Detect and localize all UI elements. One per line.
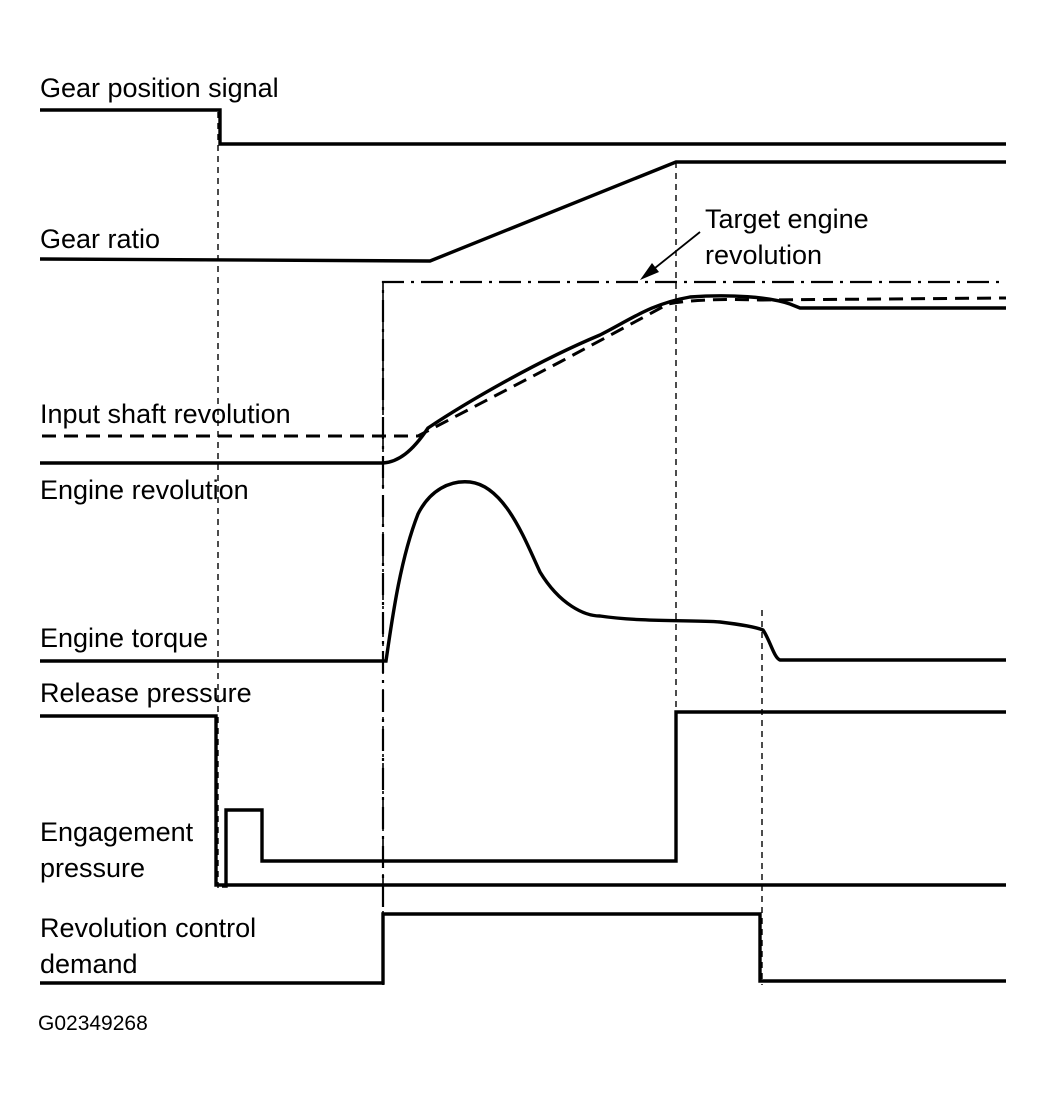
revolution-control-demand-trace: [40, 912, 1006, 985]
gear-ratio-trace: [39, 160, 1006, 263]
target-engine-revolution-label-line2: revolution: [705, 240, 822, 270]
release-pressure-trace: [40, 714, 1006, 887]
input-shaft-revolution-label: Input shaft revolution: [40, 399, 291, 429]
input-shaft-revolution-trace: [42, 296, 1007, 438]
engine-torque-trace: [40, 480, 1006, 663]
release-pressure-label: Release pressure: [40, 678, 252, 708]
engagement-pressure-label-line2: pressure: [40, 853, 145, 883]
target-engine-revolution-trace: [381, 280, 1006, 985]
arrowhead-icon: [640, 263, 659, 280]
gear-ratio-label: Gear ratio: [40, 224, 160, 254]
engine-torque-label: Engine torque: [40, 623, 208, 653]
revolution-control-demand-label-line1: Revolution control: [40, 913, 256, 943]
engine-revolution-trace: [40, 294, 1006, 465]
gear-position-signal-label: Gear position signal: [40, 73, 279, 103]
engagement-pressure-trace: [222, 710, 1006, 888]
target-engine-revolution-label-line1: Target engine: [705, 204, 869, 234]
engine-revolution-label: Engine revolution: [40, 475, 249, 505]
engagement-pressure-label-line1: Engagement: [40, 817, 194, 847]
revolution-control-demand-label-line2: demand: [40, 949, 138, 979]
figure-code: G02349268: [38, 1012, 148, 1035]
gear-position-signal-trace: [40, 108, 1006, 146]
